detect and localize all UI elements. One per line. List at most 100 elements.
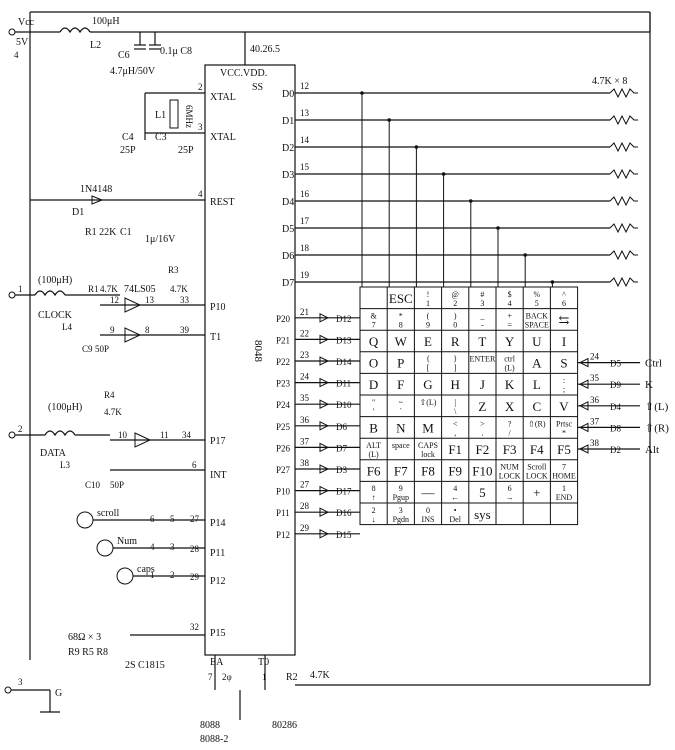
port-label: P26 [276,443,291,453]
key-label: CAPS [418,441,438,450]
key-label: 9 [399,484,403,493]
key-label: F6 [367,464,381,479]
chip-int: INT [210,470,227,481]
key-label: S [560,356,567,371]
key-label: F8 [421,464,435,479]
data-bus-label: D6 [282,251,294,262]
crystal-xtal2: XTAL [210,132,236,143]
key-sublabel: ↓ [372,515,376,524]
key-label: F10 [472,464,492,479]
port-diode [319,485,330,496]
port-pin: 22 [300,328,309,338]
port-diode-label: D14 [336,357,352,367]
port-pin: 29 [300,523,310,533]
key-label: X [505,399,515,414]
key-label: L [533,377,541,392]
port-label: P11 [276,508,290,518]
port-pin: 23 [300,350,310,360]
port-diode-label: D11 [336,379,351,389]
data-pin34: 34 [182,430,192,440]
chip-pin32: 32 [190,622,199,632]
junction-dot [414,145,419,149]
key-sublabel: [ [427,364,430,373]
data-c10: C10 [85,480,101,490]
port-pin: 37 [300,436,310,446]
data-bus-pin: 17 [300,216,310,226]
key-sublabel: 6 [562,299,566,308]
key-label: ctrl [504,355,515,364]
key-sublabel: INS [422,515,435,524]
port-label: P20 [276,314,291,324]
key-sublabel: / [508,428,511,437]
side-key-label: ⇧(R) [645,422,669,434]
key-sublabel: ] [454,364,457,373]
crystal-xtal1: XTAL [210,92,236,103]
port-label: P24 [276,400,291,410]
key-label: K [505,377,515,392]
key-label: * [399,311,403,320]
side-key-pin: 36 [590,395,600,405]
key-label: M [422,420,434,435]
data-bus-pin: 16 [300,189,310,199]
led-label: Num [117,536,137,547]
led-pin-b: 5 [170,514,175,524]
key-label: 1 [562,484,566,493]
side-key-label: K [645,379,653,391]
port-diode [319,334,330,345]
key-label: ⇆ [559,312,570,327]
led-label: caps [137,564,155,575]
key-label: : [563,376,565,385]
key-label: J [480,377,485,392]
pullup-resistor [609,195,638,207]
key-sublabel: LOCK [499,472,521,481]
key-label: W [395,334,408,349]
key-sublabel: 1 [426,299,430,308]
side-key-pin: 38 [590,438,600,448]
key-label: " [372,398,375,407]
port-diode [319,442,330,453]
key-label: sys [474,507,491,522]
data-bus-pin: 13 [300,108,310,118]
inductor-l2: L2 [90,40,101,51]
key-sublabel: , [454,428,456,437]
chip-p11: P11 [210,548,225,559]
port-diode-label: D17 [336,487,352,497]
port-label: P12 [276,530,290,540]
port-pin: 27 [300,480,310,490]
clock-r1: R1 [88,284,99,294]
key-label: ⇧(R) [528,419,546,428]
clock-label: CLOCK [38,310,73,321]
ground-label: G [55,688,62,699]
key-sublabel: → [506,493,514,502]
key-sublabel: ' [373,407,375,416]
key-label: & [370,311,377,320]
key-label: T [478,334,486,349]
key-sublabel: - [481,320,484,329]
reset-d1: D1 [72,207,84,218]
port-label: P23 [276,379,291,389]
chip-name: 8048 [252,340,264,363]
key-label: 7 [562,463,566,472]
port-diode-label: D12 [336,314,352,324]
data-bus-label: D5 [282,224,294,235]
key-sublabel: * [562,428,566,437]
port-label: P10 [276,487,291,497]
port-label: P21 [276,335,290,345]
key-label: BACK [526,311,548,320]
junction-dot [523,253,527,257]
key-sublabel: Del [449,515,461,524]
data-bus-pin: 18 [300,243,310,253]
pin-3: 3 [198,122,203,132]
key-label: ⇧(L) [420,398,437,407]
key-label: 4 [453,484,457,493]
data-bus-label: D7 [282,278,294,289]
clock-pin: 1 [18,284,23,294]
key-sublabel: LOCK [526,472,548,481]
reset-c1: C1 [120,227,132,238]
key-sublabel: (L) [504,364,515,373]
clock-r1-value: 4.7K [100,284,118,294]
clock-pin8: 8 [145,325,150,335]
cpu-8088: 8088 [200,720,220,731]
port-diode [319,420,330,431]
key-label: F4 [530,442,544,457]
